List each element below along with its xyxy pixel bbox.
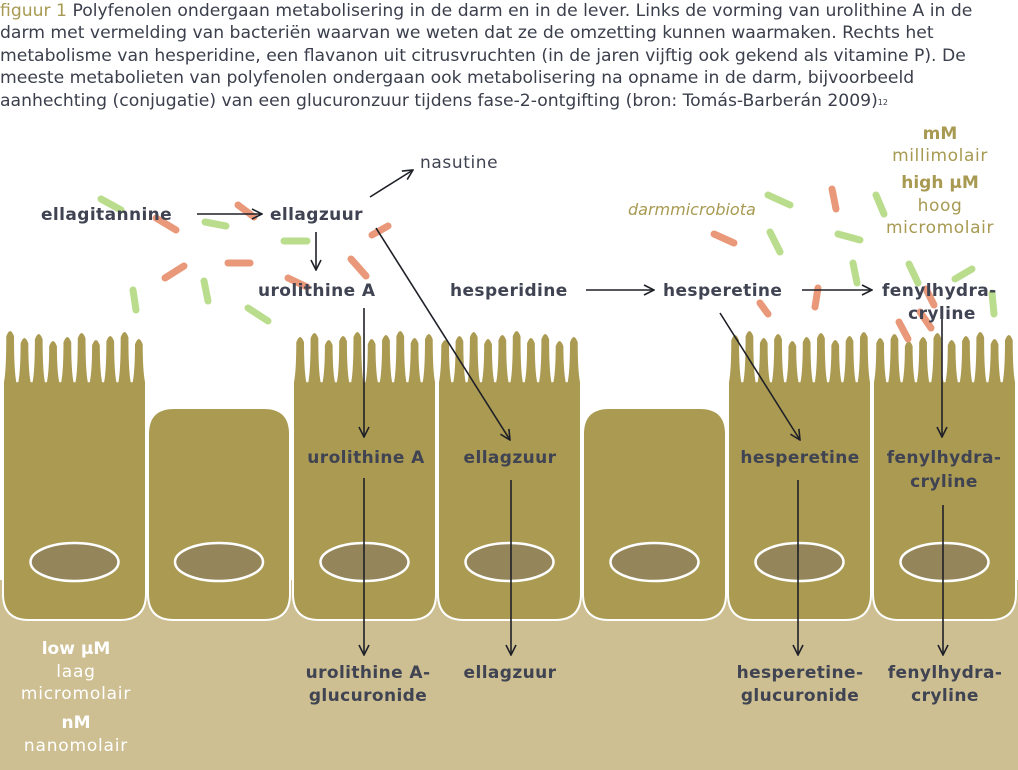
- bacterium-green: [951, 265, 976, 283]
- label-hesperetine-cell: hesperetine: [740, 448, 859, 468]
- legend-mm: mM: [923, 124, 958, 144]
- label-ellagzuur-cell: ellagzuur: [464, 448, 557, 468]
- label-fenylhydra-bottom-2: cryline: [911, 686, 979, 706]
- cell-nucleus: [29, 541, 120, 583]
- intestinal-cell: [147, 407, 291, 621]
- bacterium-green: [97, 195, 125, 214]
- bacterium-green: [129, 286, 140, 314]
- intestinal-cell: [872, 330, 1017, 621]
- bacterium-red: [368, 222, 392, 239]
- bacterium-green: [244, 304, 272, 325]
- label-hesperidine: hesperidine: [450, 281, 568, 301]
- cell-nucleus: [899, 541, 990, 583]
- intestinal-cells: [2, 329, 1017, 621]
- label-fenylhydra-top-2: cryline: [908, 304, 976, 324]
- figure-caption: figuur 1 Polyfenolen ondergaan metabolis…: [0, 0, 1016, 112]
- label-fenylhydra-bottom-1: fenylhydra-: [888, 663, 1003, 683]
- bacterium-red: [347, 255, 370, 280]
- intestinal-cell: [727, 329, 872, 621]
- legend-high-um: high µM: [901, 173, 979, 193]
- bacterium-red: [828, 185, 840, 213]
- legend-laag: laag: [56, 662, 96, 682]
- bacterium-red: [922, 285, 938, 309]
- label-fenylhydra-cell-2: cryline: [910, 472, 978, 492]
- bacterium-red: [895, 318, 912, 343]
- legend-nm: nM: [61, 713, 90, 733]
- label-urolithine-a-cell: urolithine A: [307, 448, 425, 468]
- intestinal-cell: [582, 407, 727, 621]
- arrow-ellagzuur-to-cell: [375, 227, 510, 440]
- caption-footnote: 12: [877, 97, 888, 107]
- cell-nucleus: [464, 541, 555, 583]
- bacterium-green: [905, 260, 922, 287]
- label-ellagitannine: ellagitannine: [41, 205, 172, 225]
- bacterium-green: [766, 228, 784, 256]
- bacterium-red: [234, 201, 258, 221]
- bacterium-green: [200, 277, 212, 305]
- bacterium-green: [764, 191, 794, 209]
- intestinal-cell: [292, 329, 437, 621]
- figure-label: figuur 1: [0, 1, 67, 21]
- label-ellagzuur-top: ellagzuur: [270, 205, 363, 225]
- bacterium-green: [872, 191, 888, 218]
- label-ellagzuur-bottom: ellagzuur: [464, 663, 557, 683]
- label-urolithine-a-top: urolithine A: [258, 281, 376, 301]
- label-hesperetine-glucuronide-2: glucuronide: [741, 686, 859, 706]
- legend-millimolair: millimolair: [892, 146, 988, 166]
- bacterium-red: [161, 262, 188, 282]
- arrow-hesperetine-to-cell: [719, 312, 800, 440]
- bacterium-red: [916, 308, 935, 332]
- label-urolithine-glucuronide-1: urolithine A-: [306, 663, 431, 683]
- label-urolithine-glucuronide-2: glucuronide: [309, 686, 427, 706]
- reaction-arrows: [197, 170, 943, 655]
- caption-text: Polyfenolen ondergaan metabolisering in …: [0, 1, 973, 111]
- bacterium-red: [152, 214, 180, 234]
- cell-nucleus: [173, 541, 265, 583]
- arrow-ellagzuur-nasutine: [369, 170, 413, 198]
- label-fenylhydra-top-1: fenylhydra-: [882, 281, 997, 301]
- label-hesperetine-glucuronide-1: hesperetine-: [737, 663, 864, 683]
- label-nasutine: nasutine: [420, 153, 498, 173]
- label-darmmicrobiota: darmmicrobiota: [628, 200, 756, 219]
- intestinal-cell: [2, 329, 147, 621]
- label-fenylhydra-cell-1: fenylhydra-: [887, 448, 1002, 468]
- bacterium-red: [284, 274, 311, 291]
- legend-micromolair-top: micromolair: [886, 218, 994, 238]
- bacterium-green: [849, 259, 861, 287]
- cell-nucleus: [609, 541, 700, 583]
- bacterium-red: [710, 230, 738, 247]
- legend-low-um: low µM: [42, 639, 111, 659]
- intestinal-cell: [437, 329, 582, 621]
- legend-nanomolair: nanomolair: [24, 736, 128, 756]
- bacterium-green: [834, 230, 864, 244]
- bacteria-group: [97, 185, 998, 343]
- label-hesperetine-top: hesperetine: [663, 281, 782, 301]
- legend-hoog: hoog: [918, 196, 963, 216]
- cell-nucleus: [754, 541, 845, 583]
- bacterium-green: [988, 289, 998, 318]
- bacterium-red: [756, 299, 772, 318]
- bacterium-green: [201, 218, 230, 230]
- bacterium-red: [811, 284, 822, 311]
- legend-micromolair-bottom: micromolair: [21, 684, 131, 704]
